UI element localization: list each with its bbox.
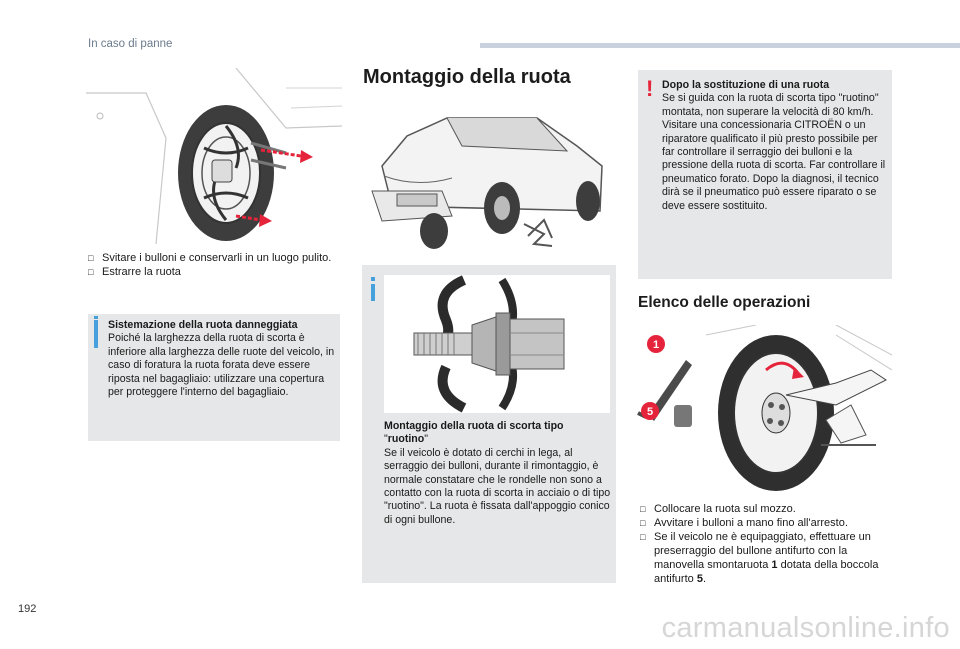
right-bullet-list: □Collocare la ruota sul mozzo. □Avvitare…	[640, 502, 892, 586]
info-icon-dot	[371, 277, 375, 281]
wheel-refit-illustration: 1 5	[636, 324, 893, 495]
list-item: □Collocare la ruota sul mozzo.	[640, 503, 796, 515]
note-body: Se il veicolo è dotato di cerchi in lega…	[384, 446, 611, 526]
page-number: 192	[18, 603, 37, 615]
list-item: □Se il veicolo ne è equipaggiato, effett…	[640, 531, 879, 585]
square-bullet-icon: □	[640, 532, 646, 542]
car-jack-illustration	[362, 96, 616, 260]
watermark: carmanualsonline.info	[661, 612, 950, 644]
wheel-removal-illustration	[86, 67, 343, 245]
info-icon	[371, 284, 375, 301]
bolt-illustration	[384, 275, 610, 413]
warning-title: Dopo la sostituzione di una ruota	[662, 79, 830, 91]
square-bullet-icon: □	[640, 518, 646, 528]
list-item: □Avvitare i bulloni a mano fino all'arre…	[640, 517, 848, 529]
list-item: □Estrarre la ruota	[88, 266, 181, 278]
section-title: Elenco delle operazioni	[638, 294, 811, 311]
callout-5: 5	[647, 406, 653, 418]
warning-exclamation-icon: !	[646, 76, 654, 101]
callout-1: 1	[653, 339, 659, 351]
warning-body: Se si guida con la ruota di scorta tipo …	[662, 92, 886, 212]
square-bullet-icon: □	[88, 267, 94, 277]
info-icon	[94, 320, 98, 348]
left-bullet-list: □Svitare i bulloni e conservarli in un l…	[88, 251, 340, 279]
info-note-spare-wheel: Montaggio della ruota di scorta tipo "ru…	[362, 265, 616, 583]
note-title: Sistemazione della ruota danneggiata	[108, 319, 298, 331]
note-body: Poiché la larghezza della ruota di scort…	[108, 332, 335, 399]
info-note-damaged-wheel: Sistemazione della ruota danneggiata Poi…	[88, 314, 340, 441]
square-bullet-icon: □	[88, 253, 94, 263]
note-title: Montaggio della ruota di scorta tipo "ru…	[384, 420, 564, 446]
square-bullet-icon: □	[640, 504, 646, 514]
list-item: □Svitare i bulloni e conservarli in un l…	[88, 252, 332, 264]
section-header: In caso di panne	[88, 38, 173, 50]
warning-note: ! Dopo la sostituzione di una ruota Se s…	[638, 70, 892, 279]
header-bar	[480, 43, 960, 48]
info-icon-dot	[94, 316, 98, 319]
page-title: Montaggio della ruota	[363, 66, 571, 88]
